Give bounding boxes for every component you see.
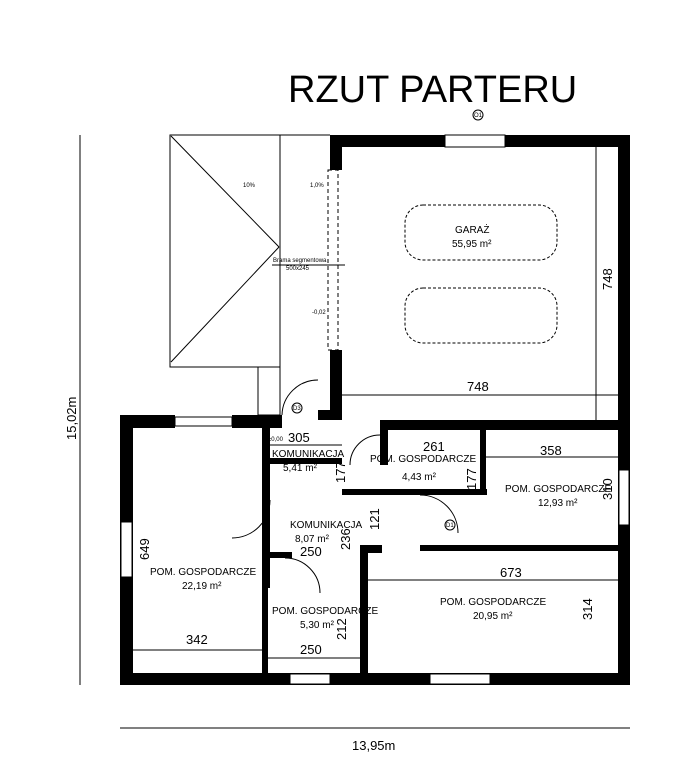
svg-text:5,41 m²: 5,41 m² bbox=[283, 463, 318, 474]
svg-text:GARAŻ: GARAŻ bbox=[455, 223, 489, 236]
svg-text:KOMUNIKACJA: KOMUNIKACJA bbox=[290, 520, 363, 531]
dim-236: 236 bbox=[338, 528, 353, 550]
dim-garage-height: 748 bbox=[600, 268, 615, 290]
dim-673: 673 bbox=[500, 565, 522, 580]
windows bbox=[120, 134, 630, 685]
dim-177b: 177 bbox=[464, 468, 479, 490]
room-utility-3: POM. GOSPODARCZE 22,19 m² bbox=[150, 567, 256, 592]
svg-text:POM. GOSPODARCZE: POM. GOSPODARCZE bbox=[505, 484, 611, 495]
svg-text:4,43 m²: 4,43 m² bbox=[402, 472, 437, 483]
svg-text:O1: O1 bbox=[474, 113, 483, 119]
svg-text:8,07 m²: 8,07 m² bbox=[295, 534, 330, 545]
dim-358: 358 bbox=[540, 443, 562, 458]
gate-name-label: Brama segmentowa bbox=[273, 258, 327, 264]
room-utility-4: POM. GOSPODARCZE 5,30 m² bbox=[272, 606, 378, 631]
room-utility-2: POM. GOSPODARCZE 12,93 m² bbox=[505, 484, 611, 509]
dim-177a: 177 bbox=[333, 461, 348, 483]
svg-text:12,93 m²: 12,93 m² bbox=[538, 498, 578, 509]
door-swings bbox=[231, 379, 459, 594]
dim-261: 261 bbox=[423, 439, 445, 454]
dim-total-width: 13,95m bbox=[352, 738, 395, 753]
dim-121: 121 bbox=[367, 508, 382, 530]
dim-total-height: 15,02m bbox=[64, 397, 79, 440]
svg-text:5,30 m²: 5,30 m² bbox=[300, 620, 335, 631]
gate-size-label: 500x245 bbox=[286, 266, 310, 272]
drive-slope-label: 1,0% bbox=[310, 183, 324, 189]
door-tag-d3: D3 bbox=[291, 402, 303, 414]
svg-text:POM. GOSPODARCZE: POM. GOSPODARCZE bbox=[272, 606, 378, 617]
svg-text:20,95 m²: 20,95 m² bbox=[473, 611, 513, 622]
svg-text:POM. GOSPODARCZE: POM. GOSPODARCZE bbox=[440, 597, 546, 608]
svg-text:D3: D3 bbox=[293, 406, 301, 412]
dim-305: 305 bbox=[288, 430, 310, 445]
dim-250b: 250 bbox=[300, 642, 322, 657]
carport bbox=[169, 134, 345, 416]
dim-212: 212 bbox=[334, 618, 349, 640]
dim-310: 310 bbox=[600, 478, 615, 500]
dim-314: 314 bbox=[580, 598, 595, 620]
plan-title: RZUT PARTERU bbox=[288, 69, 577, 111]
svg-text:POM. GOSPODARCZE: POM. GOSPODARCZE bbox=[150, 567, 256, 578]
room-hall-1: KOMUNIKACJA 5,41 m² bbox=[272, 449, 345, 474]
svg-text:55,95 m²: 55,95 m² bbox=[452, 239, 492, 250]
dim-649: 649 bbox=[137, 538, 152, 560]
door-tag-d1: D1 bbox=[444, 519, 456, 531]
car-icons bbox=[404, 204, 558, 344]
room-garage: GARAŻ 55,95 m² bbox=[452, 223, 492, 250]
level-out-label: -0,02 bbox=[312, 310, 326, 316]
room-utility-5: POM. GOSPODARCZE 20,95 m² bbox=[440, 597, 546, 622]
dimension-lines bbox=[79, 135, 630, 729]
dim-342: 342 bbox=[186, 632, 208, 647]
window-tag: O1 bbox=[472, 109, 484, 121]
level-in-label: ±0,00 bbox=[268, 437, 284, 443]
room-hall-2: KOMUNIKACJA 8,07 m² bbox=[290, 520, 363, 545]
svg-text:POM. GOSPODARCZE: POM. GOSPODARCZE bbox=[370, 454, 476, 465]
dim-250a: 250 bbox=[300, 544, 322, 559]
room-utility-1: POM. GOSPODARCZE 4,43 m² bbox=[370, 454, 476, 483]
svg-text:KOMUNIKACJA: KOMUNIKACJA bbox=[272, 449, 345, 460]
roof-slope-label: 10% bbox=[243, 183, 256, 189]
walls bbox=[120, 135, 630, 685]
dim-garage-width: 748 bbox=[467, 379, 489, 394]
svg-text:22,19 m²: 22,19 m² bbox=[182, 581, 222, 592]
svg-text:D1: D1 bbox=[446, 523, 454, 529]
